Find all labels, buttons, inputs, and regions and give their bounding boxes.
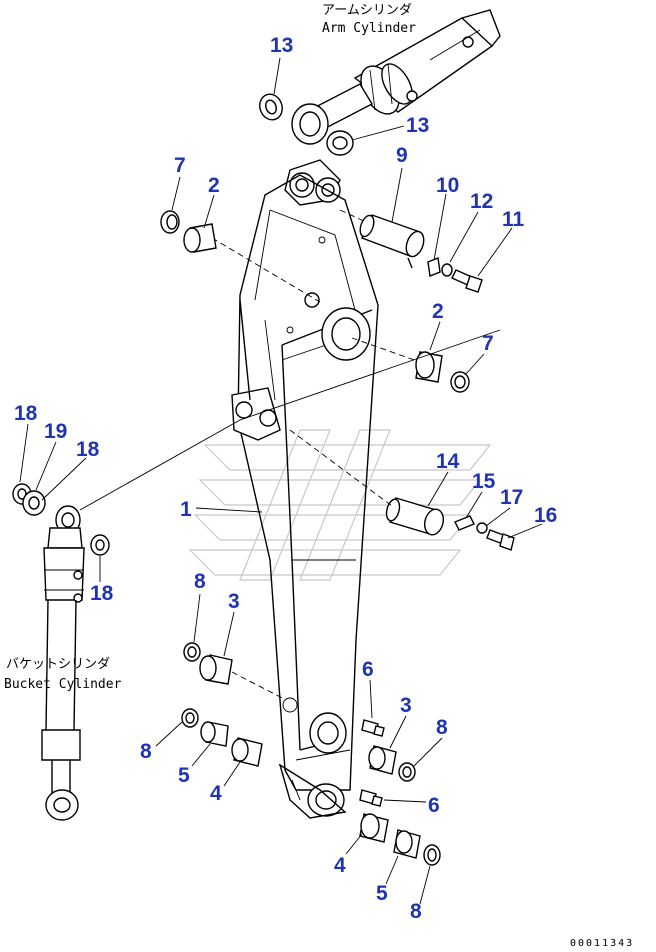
bushing-2-lower bbox=[415, 351, 443, 383]
callout-4-left: 4 bbox=[210, 782, 222, 805]
callout-5-left: 5 bbox=[178, 764, 190, 787]
callout-17: 17 bbox=[500, 486, 523, 509]
centerline-bushing-3 bbox=[231, 671, 287, 701]
bucket-cylinder bbox=[41, 505, 85, 821]
arm-body bbox=[231, 159, 379, 819]
callout-16: 16 bbox=[534, 504, 557, 527]
callout-8-right: 8 bbox=[436, 716, 448, 739]
bushing-4-right bbox=[359, 813, 389, 843]
fitting-6-upper bbox=[361, 719, 385, 737]
ring-8-lower-left bbox=[181, 708, 199, 728]
callout-6-lower: 6 bbox=[428, 794, 440, 817]
callout-18-top: 18 bbox=[14, 402, 38, 425]
callout-13-lower: 13 bbox=[406, 114, 429, 137]
arm-cylinder bbox=[291, 9, 501, 145]
callout-10: 10 bbox=[436, 174, 459, 197]
arm-cylinder-label-jp: アームシリンダ bbox=[322, 3, 412, 18]
callout-8-upper-left: 8 bbox=[194, 570, 206, 593]
centerline-pin2-lower bbox=[351, 337, 421, 363]
bushing-5-left bbox=[200, 721, 229, 747]
callout-3-right: 3 bbox=[400, 694, 412, 717]
plate-15 bbox=[454, 515, 475, 531]
callout-2-lower: 2 bbox=[432, 300, 444, 323]
ring-8-bottom-right bbox=[423, 844, 441, 866]
callout-7-upper: 7 bbox=[174, 154, 186, 177]
bushing-3-left bbox=[199, 654, 233, 685]
washer-17 bbox=[476, 522, 488, 534]
washer-13-upper-hole bbox=[265, 99, 277, 115]
washer-13-lower-hole bbox=[332, 136, 348, 150]
bolt-11 bbox=[451, 269, 483, 293]
callout-5-right: 5 bbox=[376, 882, 388, 905]
callout-8-bottom: 8 bbox=[410, 900, 422, 923]
centerline-pin2-upper bbox=[211, 237, 321, 303]
watermark-logo bbox=[188, 429, 492, 581]
pin-9-assembly bbox=[339, 209, 425, 269]
spacer-10 bbox=[427, 257, 441, 277]
callouts: 13 13 7 2 9 10 12 11 2 7 18 19 18 14 15 … bbox=[14, 34, 557, 923]
bushing-5-right bbox=[393, 829, 421, 859]
bushing-19-hole bbox=[28, 496, 40, 510]
callout-11: 11 bbox=[502, 208, 525, 231]
washer-12 bbox=[441, 263, 453, 277]
callout-6-upper: 6 bbox=[362, 658, 374, 681]
leader-lines bbox=[19, 57, 543, 905]
callout-8-lower-left: 8 bbox=[140, 740, 152, 763]
callout-14: 14 bbox=[436, 450, 460, 473]
ring-7-lower bbox=[450, 371, 470, 393]
drawing-number: 00011343 bbox=[570, 938, 634, 949]
callout-2-upper: 2 bbox=[208, 174, 220, 197]
fitting-6-lower bbox=[359, 789, 383, 807]
callout-7-lower: 7 bbox=[482, 332, 494, 355]
callout-1: 1 bbox=[180, 498, 192, 521]
arm-centerline-upper bbox=[239, 329, 501, 421]
ring-8-upper-left bbox=[183, 642, 201, 662]
bucket-cylinder-label-en: Bucket Cylinder bbox=[4, 677, 122, 692]
callout-3-left: 3 bbox=[228, 590, 240, 613]
callout-9: 9 bbox=[396, 144, 408, 167]
callout-18-bottom: 18 bbox=[90, 582, 114, 605]
callout-15: 15 bbox=[472, 470, 496, 493]
bushing-3-right bbox=[368, 745, 397, 775]
callout-4-right: 4 bbox=[334, 854, 346, 877]
bushing-2-upper bbox=[183, 223, 217, 253]
bushing-4-left bbox=[231, 737, 263, 767]
pin-14-assembly bbox=[289, 429, 445, 536]
bolt-16 bbox=[486, 529, 515, 551]
ring-8-right bbox=[398, 762, 416, 782]
callout-18-middle: 18 bbox=[76, 438, 100, 461]
callout-13-upper: 13 bbox=[270, 34, 293, 57]
callout-19: 19 bbox=[44, 420, 67, 443]
callout-12: 12 bbox=[470, 190, 493, 213]
bucket-cylinder-centerline bbox=[79, 419, 241, 511]
bucket-cylinder-label-jp: バケットシリンダ bbox=[6, 657, 110, 672]
ring-7-upper bbox=[160, 210, 180, 234]
washer-18-right-hole bbox=[95, 539, 105, 551]
arm-cylinder-label-en: Arm Cylinder bbox=[322, 21, 416, 36]
